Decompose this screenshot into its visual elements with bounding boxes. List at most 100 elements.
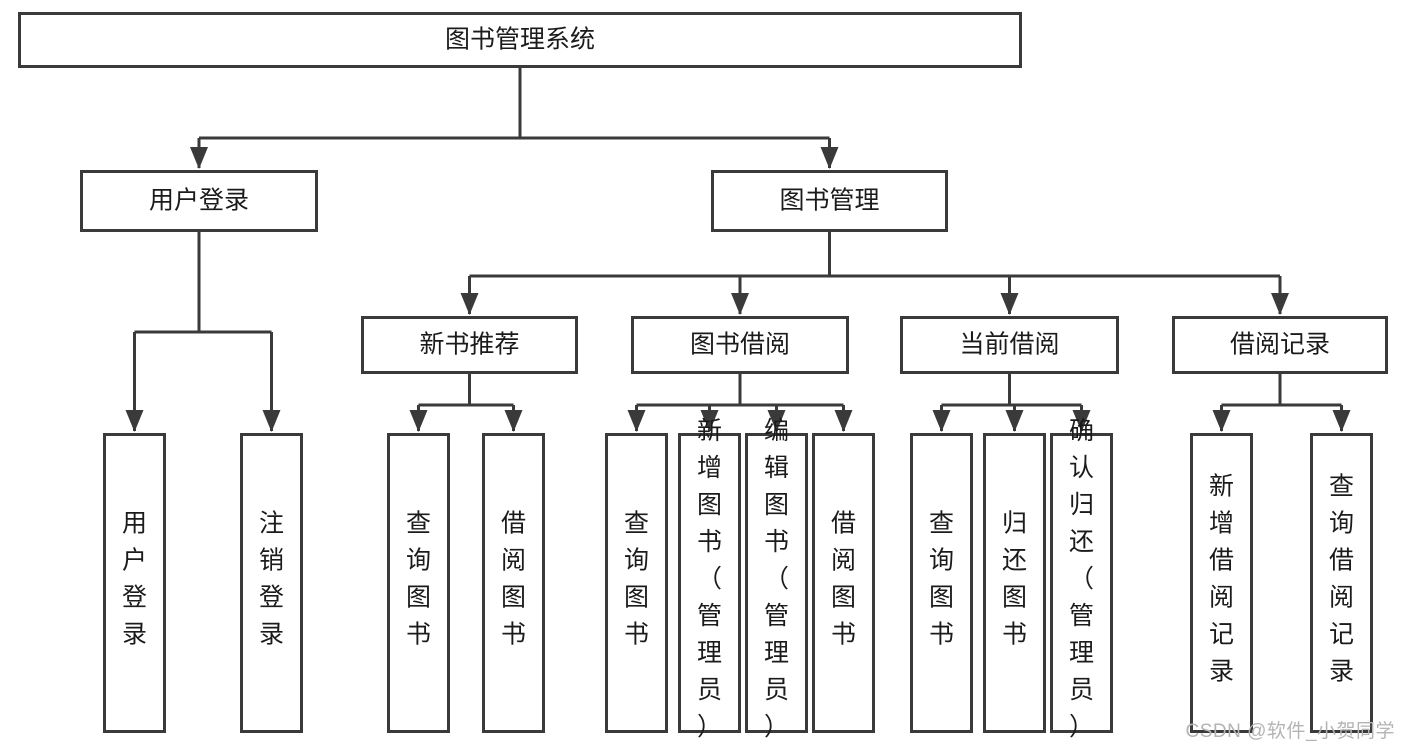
node-box[interactable] — [631, 316, 849, 374]
node-label-char: （ — [764, 565, 789, 593]
arrow-head-icon — [262, 410, 281, 432]
node-label-char: 销 — [259, 547, 284, 575]
node-box[interactable] — [240, 433, 303, 733]
node-label-char: 辑 — [764, 454, 789, 482]
node-leaf-user-login[interactable]: 用户登录 — [103, 433, 166, 733]
arrow-head-icon — [820, 147, 839, 169]
node-box[interactable] — [678, 433, 741, 733]
node-label-char: 借 — [501, 510, 526, 538]
node-label-char: 登 — [259, 584, 284, 612]
node-label-char: 书 — [929, 621, 954, 649]
node-label-char: 查 — [406, 510, 431, 538]
node-label-char: ） — [697, 713, 722, 741]
node-label-char: 还 — [1069, 528, 1094, 556]
node-label-char: 增 — [1209, 510, 1234, 538]
node-label-char: 记 — [1329, 621, 1354, 649]
node-label-char: 书 — [697, 528, 722, 556]
node-label-char: 书 — [831, 621, 856, 649]
node-box[interactable] — [711, 170, 948, 232]
node-user-login[interactable]: 用户登录 — [80, 170, 318, 232]
node-current-borrow[interactable]: 当前借阅 — [900, 316, 1119, 374]
node-label-char: 书 — [764, 528, 789, 556]
node-label: 图书借阅 — [690, 331, 790, 359]
node-label-char: 书 — [624, 621, 649, 649]
node-label-char: 理 — [764, 639, 789, 667]
node-label-char: 借 — [1209, 547, 1234, 575]
node-label-char: 还 — [1002, 547, 1027, 575]
node-root-root[interactable]: 图书管理系统 — [18, 12, 1022, 68]
node-box[interactable] — [387, 433, 450, 733]
node-label-char: 图 — [624, 584, 649, 612]
node-box[interactable] — [18, 12, 1022, 68]
node-borrow-record[interactable]: 借阅记录 — [1172, 316, 1388, 374]
node-label-char: （ — [1069, 565, 1094, 593]
node-label-char: 员 — [764, 676, 789, 704]
node-box[interactable] — [605, 433, 668, 733]
node-box[interactable] — [1172, 316, 1388, 374]
node-label-char: 录 — [1329, 658, 1354, 686]
node-box[interactable] — [910, 433, 973, 733]
node-box[interactable] — [983, 433, 1046, 733]
node-box[interactable] — [1050, 433, 1113, 733]
node-label-char: 查 — [624, 510, 649, 538]
node-box[interactable] — [80, 170, 318, 232]
node-label-char: 阅 — [501, 547, 526, 575]
node-book-borrow[interactable]: 图书借阅 — [631, 316, 849, 374]
arrow-head-icon — [460, 293, 479, 315]
node-box[interactable] — [361, 316, 578, 374]
node-label: 借阅记录 — [1230, 331, 1330, 359]
node-label-char: 图 — [501, 584, 526, 612]
node-label-char: 编 — [764, 417, 789, 445]
node-box[interactable] — [103, 433, 166, 733]
node-label-char: 户 — [122, 547, 147, 575]
node-label-char: 查 — [1329, 473, 1354, 501]
node-label-char: 书 — [501, 621, 526, 649]
node-label-char: 归 — [1002, 510, 1027, 538]
node-label-char: 新 — [1209, 473, 1234, 501]
node-label-char: 录 — [259, 621, 284, 649]
node-book-manage[interactable]: 图书管理 — [711, 170, 948, 232]
node-label-char: 录 — [1209, 658, 1234, 686]
node-label-char: 理 — [697, 639, 722, 667]
node-label: 新书推荐 — [419, 331, 519, 359]
node-label: 用户登录 — [149, 187, 249, 215]
node-label-char: 新 — [697, 417, 722, 445]
node-label-char: 注 — [259, 510, 284, 538]
node-box[interactable] — [812, 433, 875, 733]
node-box[interactable] — [482, 433, 545, 733]
node-label-char: 录 — [122, 621, 147, 649]
node-label-char: 阅 — [831, 547, 856, 575]
arrow-head-icon — [1271, 293, 1289, 315]
node-label-char: ） — [764, 713, 789, 741]
node-label-char: 管 — [1069, 602, 1094, 630]
arrow-head-icon — [1000, 293, 1019, 315]
node-label-char: 阅 — [1329, 584, 1354, 612]
node-label-char: 书 — [406, 621, 431, 649]
node-label: 图书管理 — [779, 187, 879, 215]
node-label-char: 认 — [1069, 454, 1094, 482]
node-label-char: （ — [697, 565, 722, 593]
node-box[interactable] — [745, 433, 808, 733]
node-box[interactable] — [900, 316, 1119, 374]
node-label-char: 图 — [831, 584, 856, 612]
node-label: 当前借阅 — [959, 331, 1059, 359]
node-new-book-rec[interactable]: 新书推荐 — [361, 316, 578, 374]
node-label-char: 图 — [406, 584, 431, 612]
arrow-head-icon — [1212, 410, 1231, 432]
node-box[interactable] — [1190, 433, 1253, 733]
node-box[interactable] — [1310, 433, 1373, 733]
node-label-char: 查 — [929, 510, 954, 538]
